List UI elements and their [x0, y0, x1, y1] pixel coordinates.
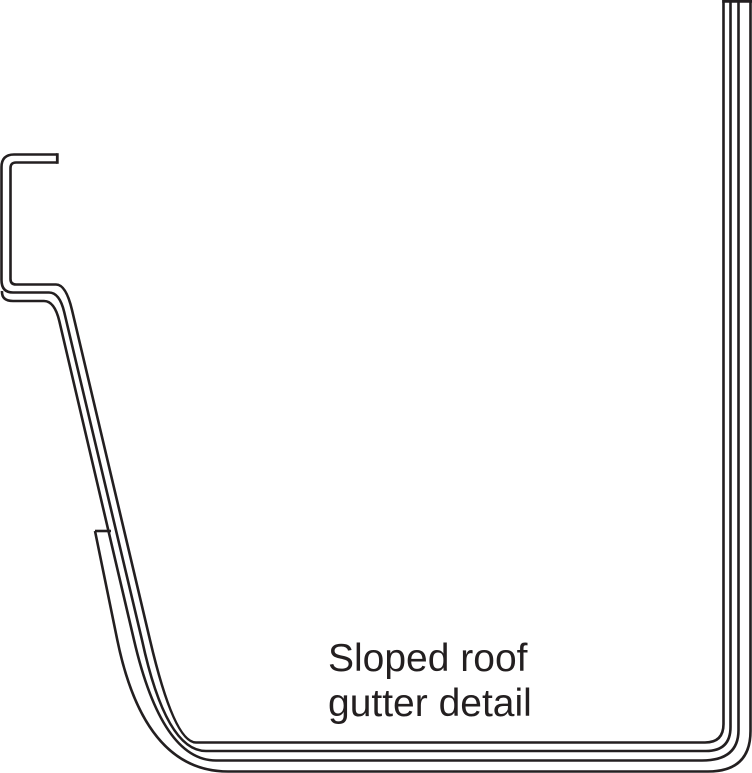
liner-layer-line [0, 0, 740, 762]
gutter-outer-surface-line [0, 0, 732, 753]
gutter-inner-surface-line [9, 0, 725, 744]
diagram-caption: Sloped roof gutter detail [328, 636, 532, 726]
outer-shell-line [93, 0, 752, 773]
caption-line-1: Sloped roof [328, 637, 528, 680]
caption-line-2: gutter detail [328, 682, 532, 725]
